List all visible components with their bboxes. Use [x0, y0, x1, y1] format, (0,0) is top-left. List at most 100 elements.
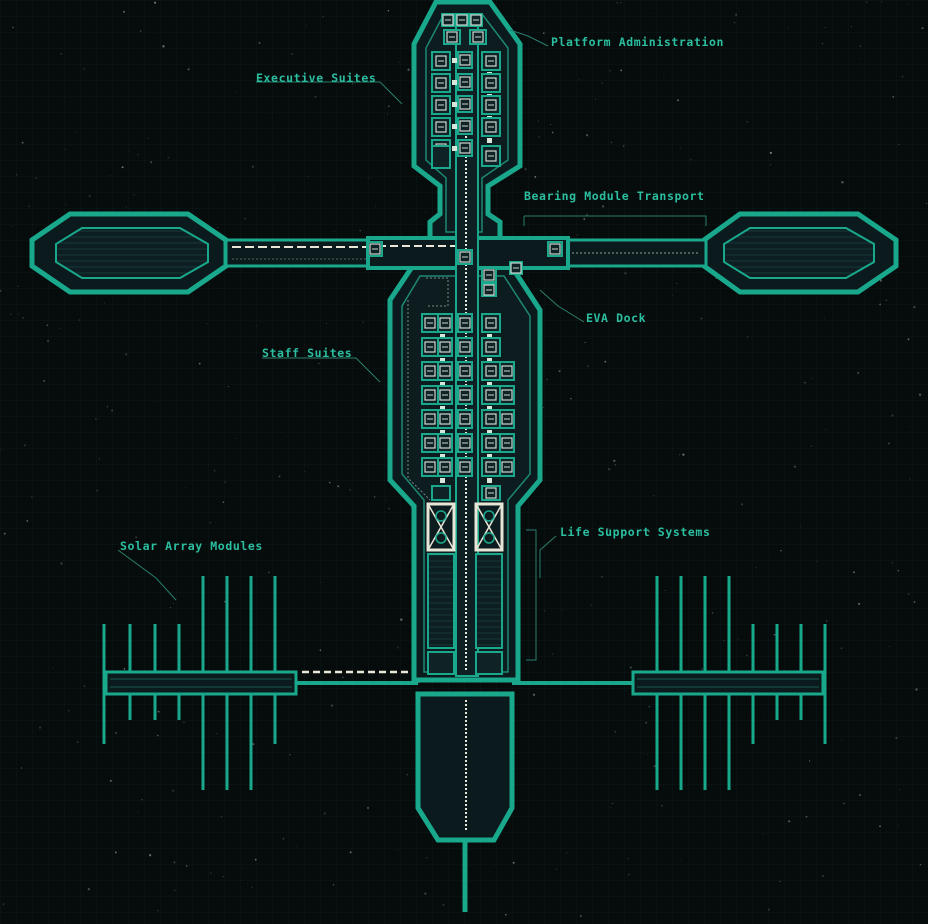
room-cell[interactable]	[481, 361, 501, 381]
room-cell[interactable]	[421, 313, 439, 333]
door-icon[interactable]	[452, 146, 457, 151]
star	[110, 409, 114, 412]
room-cell[interactable]	[437, 337, 453, 357]
door-icon[interactable]	[452, 80, 457, 85]
bearing-module-left[interactable]	[29, 211, 229, 295]
room-cell[interactable]	[457, 385, 473, 405]
lower-section[interactable]	[415, 691, 515, 912]
room-cell[interactable]	[421, 433, 439, 453]
room-cell[interactable]	[443, 29, 461, 45]
room-cell[interactable]	[457, 457, 473, 477]
door-icon[interactable]	[487, 454, 492, 459]
room-cell[interactable]	[499, 361, 515, 381]
room-cell[interactable]	[455, 13, 469, 27]
door-icon[interactable]	[487, 138, 492, 143]
door-icon[interactable]	[487, 334, 492, 339]
life-support-tanks[interactable]	[426, 502, 504, 675]
room-cell[interactable]	[481, 313, 501, 333]
room-cell[interactable]	[431, 73, 451, 93]
room-cell[interactable]	[437, 385, 453, 405]
room-cell[interactable]	[437, 433, 453, 453]
label-platform-administration[interactable]: Platform Administration	[551, 35, 725, 49]
room-cell[interactable]	[547, 241, 563, 257]
room-cell[interactable]	[437, 409, 453, 429]
room-cell[interactable]	[481, 95, 501, 115]
room-cell[interactable]	[481, 457, 501, 477]
room-cell[interactable]	[469, 29, 487, 45]
room-cell[interactable]	[457, 73, 473, 91]
room-cell[interactable]	[457, 139, 473, 157]
room-cell[interactable]	[499, 433, 515, 453]
label-solar-array-modules[interactable]: Solar Array Modules	[120, 539, 263, 553]
room-cell[interactable]	[421, 457, 439, 477]
door-icon[interactable]	[440, 334, 445, 339]
door-icon[interactable]	[452, 124, 457, 129]
room-cell[interactable]	[457, 337, 473, 357]
label-life-support-systems[interactable]: Life Support Systems	[560, 525, 711, 539]
room-cell[interactable]	[457, 361, 473, 381]
bearing-module-right[interactable]	[701, 211, 899, 295]
label-bearing-module-transport[interactable]: Bearing Module Transport	[524, 189, 705, 203]
room-cell[interactable]	[457, 95, 473, 113]
room-cell[interactable]	[469, 13, 483, 27]
room-cell[interactable]	[431, 51, 451, 71]
door-icon[interactable]	[440, 478, 445, 483]
solar-array-right[interactable]	[512, 576, 827, 790]
room-cell[interactable]	[481, 145, 501, 167]
room-cell[interactable]	[367, 241, 383, 257]
label-staff-suites[interactable]: Staff Suites	[262, 346, 353, 360]
room-cell[interactable]	[499, 457, 515, 477]
room-cell[interactable]	[437, 457, 453, 477]
door-icon[interactable]	[452, 58, 457, 63]
door-icon[interactable]	[487, 478, 492, 483]
room-cell[interactable]	[457, 249, 473, 265]
room-cell[interactable]	[481, 385, 501, 405]
star	[763, 718, 765, 719]
room-cell[interactable]	[457, 313, 473, 333]
door-icon[interactable]	[440, 454, 445, 459]
room-cell[interactable]	[431, 145, 451, 169]
room-cell[interactable]	[421, 337, 439, 357]
solar-array-left[interactable]	[102, 576, 418, 790]
door-icon[interactable]	[440, 382, 445, 387]
door-icon[interactable]	[487, 358, 492, 363]
room-cell[interactable]	[457, 51, 473, 69]
room-cell[interactable]	[421, 385, 439, 405]
room-cell[interactable]	[457, 117, 473, 135]
star	[887, 442, 891, 445]
room-cell[interactable]	[509, 261, 523, 275]
room-cell[interactable]	[457, 433, 473, 453]
room-cell[interactable]	[481, 117, 501, 137]
room-cell[interactable]	[481, 73, 501, 93]
room-cell[interactable]	[481, 337, 501, 357]
room-cell[interactable]	[437, 313, 453, 333]
door-icon[interactable]	[440, 430, 445, 435]
label-eva-dock[interactable]: EVA Dock	[586, 311, 647, 325]
room-cell[interactable]	[437, 361, 453, 381]
room-cell[interactable]	[481, 267, 497, 283]
room-cell[interactable]	[481, 485, 501, 501]
room-cell[interactable]	[481, 409, 501, 429]
door-icon[interactable]	[440, 358, 445, 363]
door-icon[interactable]	[487, 430, 492, 435]
star	[797, 745, 799, 746]
room-cell[interactable]	[421, 361, 439, 381]
room-cell[interactable]	[421, 409, 439, 429]
room-cell[interactable]	[431, 95, 451, 115]
room-cell[interactable]	[441, 13, 455, 27]
star	[779, 880, 781, 883]
room-cell[interactable]	[457, 409, 473, 429]
door-icon[interactable]	[487, 406, 492, 411]
room-cell[interactable]	[481, 51, 501, 71]
room-cell[interactable]	[481, 433, 501, 453]
label-executive-suites[interactable]: Executive Suites	[256, 71, 377, 85]
room-cell[interactable]	[499, 409, 515, 429]
door-icon[interactable]	[440, 406, 445, 411]
room-cell[interactable]	[431, 485, 451, 501]
room-cell[interactable]	[431, 117, 451, 137]
room-cell[interactable]	[499, 385, 515, 405]
door-icon[interactable]	[487, 382, 492, 387]
star	[425, 212, 427, 213]
door-icon[interactable]	[452, 102, 457, 107]
room-cell[interactable]	[481, 283, 497, 297]
